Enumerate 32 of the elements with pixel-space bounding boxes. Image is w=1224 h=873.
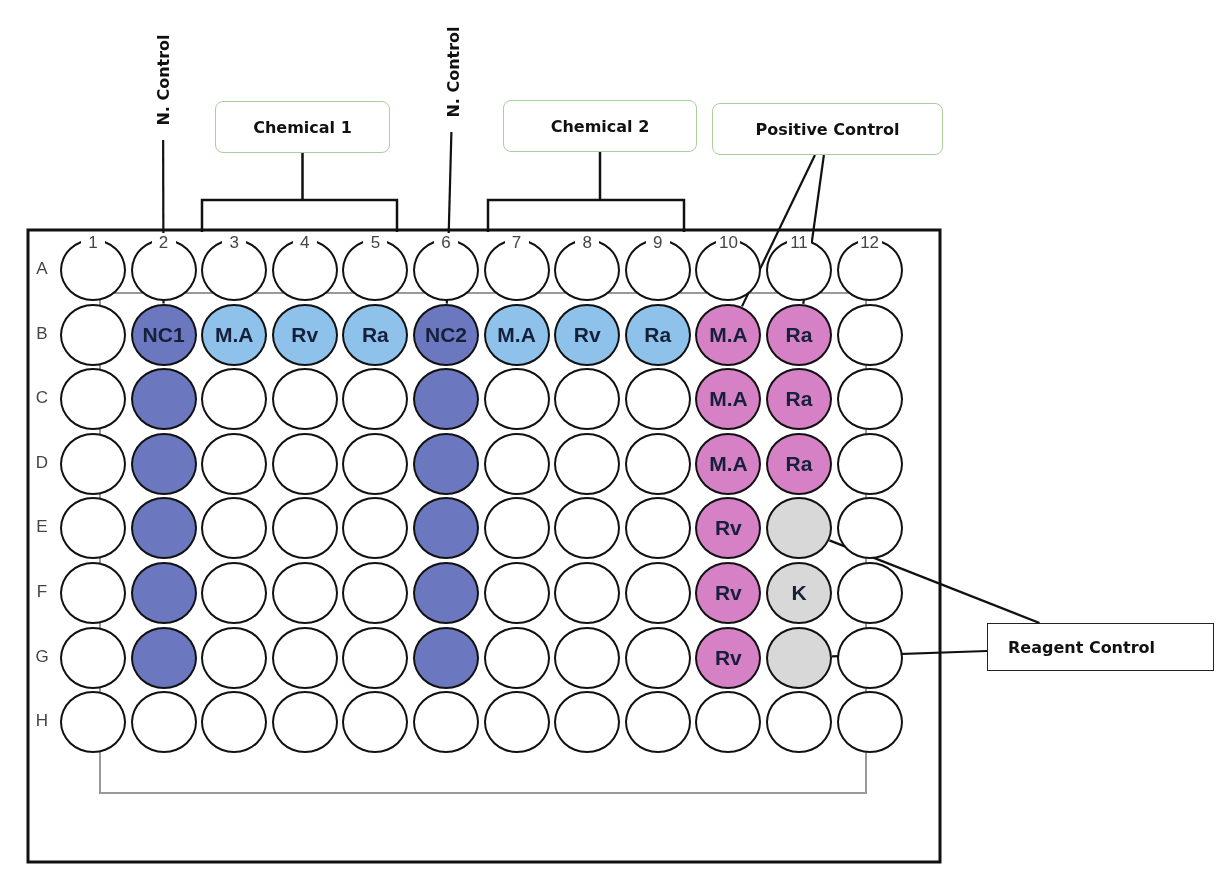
row-letter: C bbox=[34, 388, 50, 409]
well: K bbox=[766, 562, 832, 624]
callout-box: Chemical 2 bbox=[503, 100, 697, 152]
row-letter: F bbox=[35, 582, 49, 602]
well: Rv bbox=[695, 497, 762, 560]
well: Ra bbox=[766, 432, 832, 495]
callout-box: Positive Control bbox=[712, 103, 943, 155]
row-letter: G bbox=[34, 646, 50, 667]
well: Ra bbox=[766, 368, 832, 431]
callout-label: N. Control bbox=[441, 12, 465, 132]
well: Rv bbox=[695, 626, 762, 689]
callout-box: Chemical 1 bbox=[215, 101, 390, 153]
well: M.A bbox=[695, 432, 762, 495]
callout-box: Reagent Control bbox=[987, 623, 1214, 671]
row-letter: D bbox=[34, 452, 50, 473]
row-letter: H bbox=[34, 711, 50, 732]
well: Ra bbox=[766, 303, 832, 366]
row-letter: E bbox=[35, 517, 49, 538]
well: M.A bbox=[483, 303, 550, 366]
callout-label: N. Control bbox=[151, 20, 175, 140]
row-letter: A bbox=[35, 259, 49, 279]
well: Rv bbox=[695, 562, 762, 624]
well: Ra bbox=[624, 303, 691, 366]
well: Rv bbox=[554, 303, 621, 366]
well: M.A bbox=[201, 303, 268, 366]
row-letter: B bbox=[35, 323, 49, 344]
well: Ra bbox=[342, 303, 409, 366]
well: M.A bbox=[695, 368, 762, 431]
well: NC1 bbox=[130, 303, 197, 366]
well: NC2 bbox=[413, 303, 479, 366]
well: M.A bbox=[695, 303, 762, 366]
well: Rv bbox=[271, 303, 338, 366]
